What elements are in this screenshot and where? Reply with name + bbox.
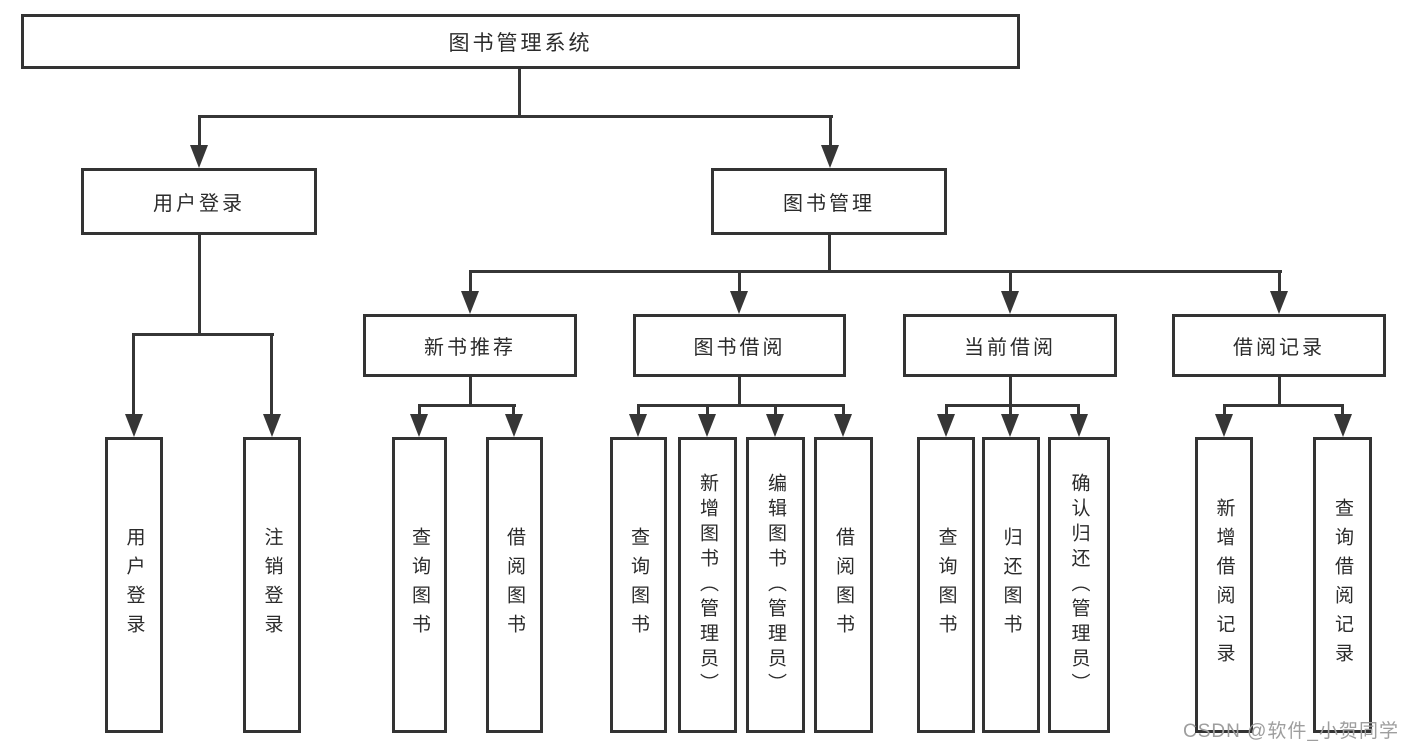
arrow-down-icon <box>1334 414 1352 437</box>
connector-leaf-stem <box>706 406 709 416</box>
node-user-login: 用户登录 <box>81 168 317 235</box>
connector-rail <box>637 404 845 407</box>
connector-down <box>1278 377 1281 407</box>
leaf-confirm-return-admin: 确认归还（管理员） <box>1048 437 1110 733</box>
connector-root-stem <box>518 69 521 117</box>
arrow-down-icon <box>834 414 852 437</box>
connector-leaf-stem <box>1223 406 1226 416</box>
node-new-book-recommend: 新书推荐 <box>363 314 577 377</box>
leaf-return-books: 归还图书 <box>982 437 1040 733</box>
connector-leaf-stem <box>132 335 135 415</box>
connector-user-login-stem <box>198 117 201 147</box>
connector-book-mgmt-down <box>828 235 831 273</box>
connector-leaf-stem <box>270 335 273 415</box>
leaf-logout: 注销登录 <box>243 437 301 733</box>
arrow-down-icon <box>937 414 955 437</box>
connector-leaf-stem <box>842 406 845 416</box>
arrow-down-icon <box>1215 414 1233 437</box>
connector-leaf-stem <box>1077 406 1080 416</box>
connector-leaf-stem <box>945 406 948 416</box>
arrow-down-icon <box>730 291 748 314</box>
connector-section-stem <box>738 272 741 294</box>
connector-leaf-stem <box>1341 406 1344 416</box>
node-root: 图书管理系统 <box>21 14 1020 69</box>
connector-level2-rail <box>198 115 833 118</box>
leaf-query-borrow-record: 查询借阅记录 <box>1313 437 1372 733</box>
connector-rail <box>1223 404 1344 407</box>
connector-user-login-rail <box>132 333 274 336</box>
leaf-query-books: 查询图书 <box>610 437 667 733</box>
connector-down <box>469 377 472 407</box>
leaf-user-login: 用户登录 <box>105 437 163 733</box>
connector-level3-rail <box>469 270 1282 273</box>
connector-down <box>1009 377 1012 407</box>
arrow-down-icon <box>1270 291 1288 314</box>
leaf-edit-book-admin: 编辑图书（管理员） <box>746 437 805 733</box>
connector-book-mgmt-stem <box>829 117 832 147</box>
arrow-down-icon <box>766 414 784 437</box>
leaf-add-book-admin: 新增图书（管理员） <box>678 437 737 733</box>
arrow-down-icon <box>698 414 716 437</box>
connector-section-stem <box>469 272 472 294</box>
node-current-borrow: 当前借阅 <box>903 314 1117 377</box>
arrow-down-icon <box>461 291 479 314</box>
leaf-borrow-books: 借阅图书 <box>814 437 873 733</box>
connector-user-login-down <box>198 235 201 336</box>
arrow-down-icon <box>1001 414 1019 437</box>
arrow-down-icon <box>1070 414 1088 437</box>
leaf-borrow-books: 借阅图书 <box>486 437 543 733</box>
arrow-down-icon <box>125 414 143 437</box>
node-borrow-records: 借阅记录 <box>1172 314 1386 377</box>
arrow-down-icon <box>410 414 428 437</box>
connector-down <box>738 377 741 407</box>
leaf-query-books: 查询图书 <box>392 437 447 733</box>
connector-leaf-stem <box>774 406 777 416</box>
arrow-down-icon <box>821 145 839 168</box>
connector-leaf-stem <box>418 406 421 416</box>
connector-leaf-stem <box>1009 406 1012 416</box>
connector-rail <box>418 404 516 407</box>
leaf-add-borrow-record: 新增借阅记录 <box>1195 437 1253 733</box>
leaf-query-books: 查询图书 <box>917 437 975 733</box>
arrow-down-icon <box>190 145 208 168</box>
arrow-down-icon <box>505 414 523 437</box>
connector-section-stem <box>1009 272 1012 294</box>
arrow-down-icon <box>629 414 647 437</box>
arrow-down-icon <box>263 414 281 437</box>
watermark: CSDN @软件_小贺同学 <box>1183 721 1399 742</box>
connector-rail <box>945 404 1080 407</box>
connector-leaf-stem <box>637 406 640 416</box>
arrow-down-icon <box>1001 291 1019 314</box>
node-book-borrow: 图书借阅 <box>633 314 846 377</box>
connector-leaf-stem <box>512 406 515 416</box>
node-book-mgmt: 图书管理 <box>711 168 947 235</box>
connector-section-stem <box>1278 272 1281 294</box>
